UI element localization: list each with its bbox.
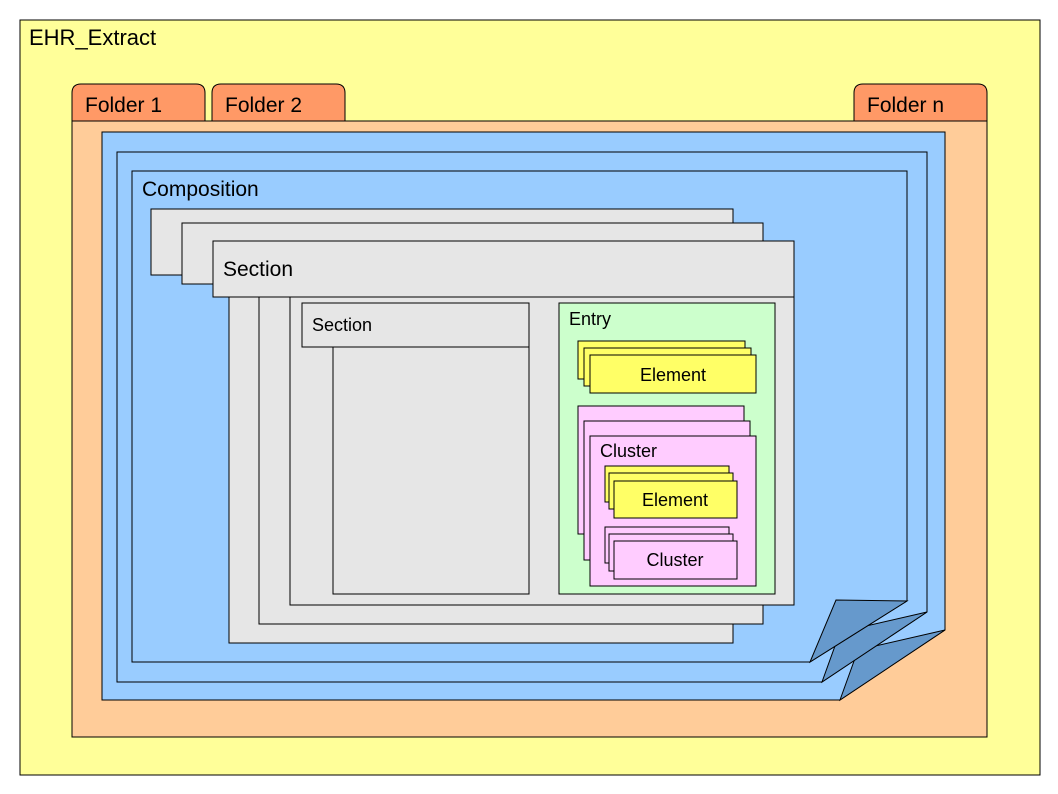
composition-label: Composition: [142, 178, 259, 201]
entry-label: Entry: [569, 309, 611, 329]
folder-2-label: Folder 2: [225, 94, 302, 117]
section-outer-label: Section: [223, 258, 293, 281]
cluster-nested-box: [613, 540, 738, 580]
folder-tab-1: Folder 1: [71, 83, 206, 122]
folder-tab-2: Folder 2: [211, 83, 346, 122]
element-label: Element: [640, 365, 706, 385]
cluster-label: Cluster: [600, 441, 657, 461]
ehr-extract-label: EHR_Extract: [29, 25, 156, 50]
folder-n-label: Folder n: [867, 94, 944, 117]
folder-1-label: Folder 1: [85, 94, 162, 117]
section-inner-label: Section: [312, 315, 372, 335]
cluster-element-label: Element: [642, 490, 708, 510]
folder-tab-n: Folder n: [853, 83, 988, 122]
cluster-element-box: [613, 480, 738, 519]
section-inner-header: [301, 302, 530, 348]
section-inner-body: [332, 346, 530, 595]
section-header-1: [212, 240, 795, 298]
element-box: [589, 354, 757, 394]
cluster-nested-label: Cluster: [646, 550, 703, 570]
